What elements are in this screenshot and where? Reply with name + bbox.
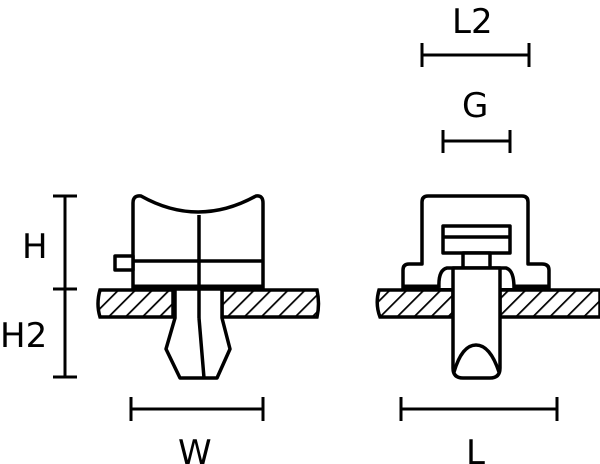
dimension-l: L xyxy=(399,397,559,464)
label-h: H xyxy=(22,227,48,267)
dimension-h2: H2 xyxy=(0,289,77,379)
left-view: H H2 W xyxy=(0,194,321,464)
slot-block xyxy=(441,224,512,255)
label-w: W xyxy=(178,433,212,464)
dimension-l2: L2 xyxy=(420,2,531,67)
panel-section-right xyxy=(498,288,600,319)
clip-neck xyxy=(461,251,492,270)
clip-shank xyxy=(164,290,232,380)
dimension-w: W xyxy=(129,397,265,464)
right-view: L2 G L xyxy=(375,2,600,464)
dimension-g: G xyxy=(441,86,512,153)
label-l2: L2 xyxy=(452,2,493,42)
label-h2: H2 xyxy=(0,316,47,356)
label-g: G xyxy=(462,86,488,126)
panel-section-left xyxy=(96,288,175,319)
panel-section-right xyxy=(220,288,321,319)
label-l: L xyxy=(466,433,485,464)
dimension-h: H xyxy=(22,194,77,291)
panel-section-left xyxy=(375,288,455,319)
clip-tab xyxy=(113,254,135,272)
